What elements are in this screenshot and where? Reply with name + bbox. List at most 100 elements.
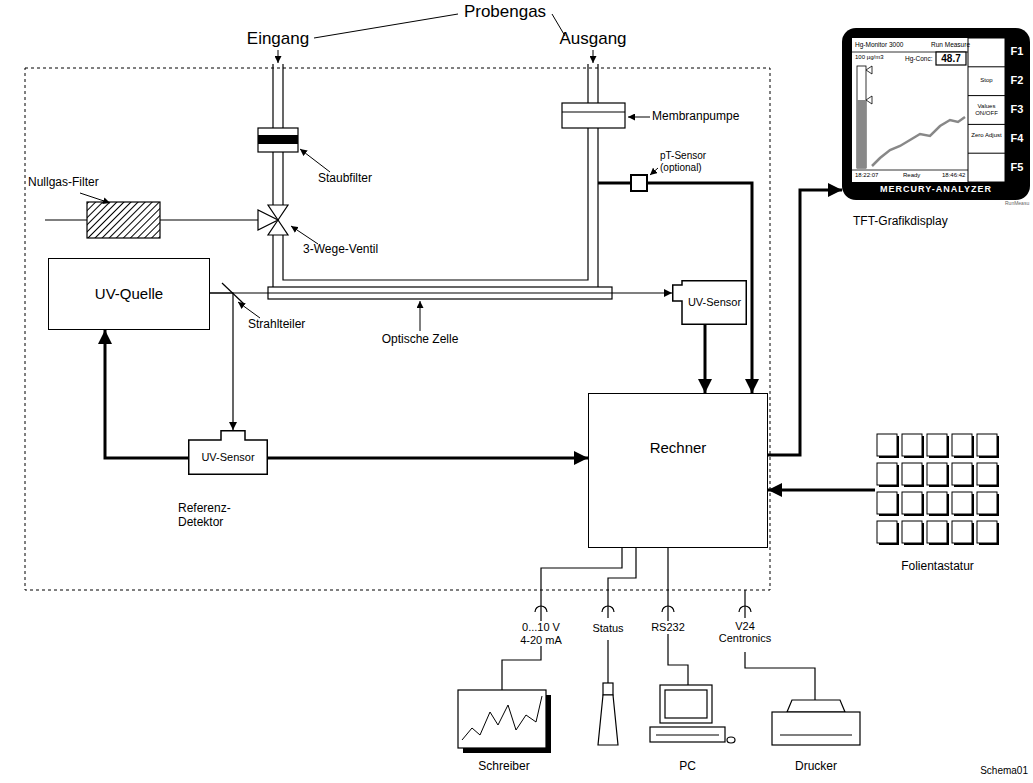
screen-text: Hg-Conc: [905,55,932,62]
leader-line-part [300,149,330,172]
signal-label: RS232 [646,621,690,634]
part-label: Membranpumpe [652,110,762,123]
membrane-pump-part [562,103,625,128]
keypad-illustration-part [977,434,997,456]
display-illustration-part [968,124,1005,125]
display-illustration-part [857,100,866,168]
three-way-valve [258,205,288,235]
pc-illustration [650,685,735,743]
horn-illustration [598,683,618,745]
connector [704,325,707,393]
gas-pipe [273,64,598,287]
screen-text: F5 [1007,161,1027,173]
connector [210,292,672,293]
display-illustration-part [872,117,965,166]
gas-pipe-part [587,64,588,103]
recorder-device: Schreiber [458,690,550,752]
node-heading: Drucker [772,760,860,774]
connector [105,330,188,458]
pc-illustration-part [727,737,735,743]
dust-filter [258,128,298,152]
leader-line-part [593,50,594,63]
leader-line-part [291,226,318,244]
node-heading: Folientastatur [870,560,1005,574]
part-label: Staubfilter [318,172,408,185]
keypad-illustration-part [927,521,947,543]
leader-line-part [420,301,421,331]
leader-line-part [80,193,110,203]
leader-line-part [314,14,458,38]
keypad-illustration-part [927,492,947,514]
keypad-device: Folientastatur [875,432,1000,548]
gas-pipe-part [597,128,598,287]
keypad-illustration-part [952,463,972,485]
keypad-illustration-part [902,434,922,456]
part-label: Schema01 [948,765,1028,776]
keypad-illustration-part [977,521,997,543]
dust-filter-part [258,135,298,144]
dust-filter-part [258,128,298,152]
screen-text: 18:22:07 [855,172,878,179]
display-illustration-part [842,28,1030,200]
leader-line-part [238,302,260,318]
signal-wire-part [744,590,745,618]
screen-text: Stop [969,77,1004,84]
screen-text: MERCURY-ANALYZER [852,185,1020,195]
node-heading: pT-Sensor (optional) [660,150,732,173]
pc-illustration-part [650,727,725,742]
keypad-illustration-part [952,492,972,514]
node-heading: Referenz-Detektor [178,502,270,530]
node-label: UV-Sensor [688,296,741,309]
screen-text: Run Measure [931,41,970,48]
part-label: V24 Centronics [714,620,776,644]
recorder-illustration [458,690,551,753]
node-heading: TFT-Grafikdisplay [853,215,993,229]
source-box: UV-Quelle [48,258,210,330]
keypad-illustration-part [877,463,897,485]
gas-pipe-part [283,128,588,280]
node-heading: Schreiber [458,760,550,774]
connector [210,293,233,430]
keypad-illustration-part [977,492,997,514]
zero-gas-filter-part [160,219,258,220]
sensor-tap [598,182,630,185]
signal-wire-part [745,652,815,700]
pc-illustration-part [660,685,712,723]
pc-illustration-part [656,734,719,735]
computer-box: Rechner [588,393,768,548]
screen-text: RunMeasu [1005,201,1029,207]
keypad-illustration-part [952,434,972,456]
leader-line-part [278,50,279,63]
membrane-pump-part [562,111,625,112]
screen-text: Ready [903,172,920,179]
gas-pipe-part [272,235,273,287]
screen-text: 48.7 [936,53,966,64]
part-label: Eingang [238,30,318,49]
screen-text: F2 [1007,74,1027,86]
pt-sensor: pT-Sensor (optional) [630,174,648,192]
connector [648,183,752,393]
screen-text: Hg-Monitor 3000 [855,41,903,48]
gas-pipe-part [597,64,598,103]
pc-device: PC [650,685,725,747]
display-illustration-part [857,66,866,168]
keypad-illustration-part [877,492,897,514]
part-label: 3-Wege-Ventil [303,243,413,256]
signal-label: 0...10 V 4-20 mA [516,621,566,646]
screen-text: F4 [1007,132,1027,144]
horn-illustration-part [603,683,613,695]
part-label: Probengas [455,3,555,22]
keypad-illustration-part [927,434,947,456]
leader-line-part [628,117,650,118]
sensor-outline-path [189,431,268,475]
keypad-illustration-part [952,521,972,543]
display-illustration-part [936,52,966,65]
display-illustration-part [852,38,1005,182]
sensor-box: UV-SensorReferenz-Detektor [188,430,268,475]
node-label: UV-Quelle [95,285,163,302]
display-illustration-part [968,38,1005,182]
signal-wire [608,548,815,700]
